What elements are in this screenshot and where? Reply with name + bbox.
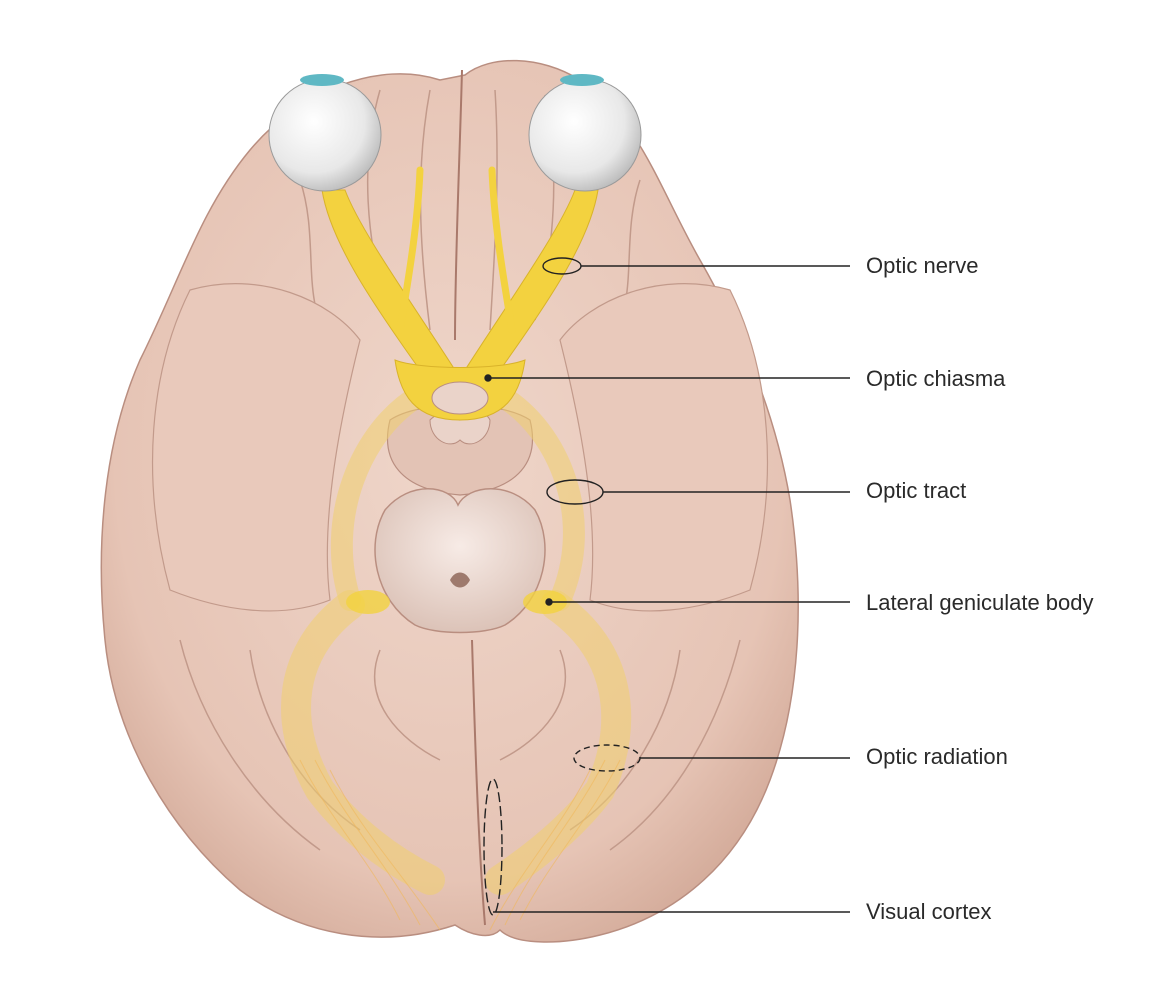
longitudinal-fissure	[454, 69, 463, 341]
midbrain	[374, 488, 546, 634]
label-optic-chiasma: Optic chiasma	[866, 366, 1006, 391]
marker-visual-cortex	[483, 778, 503, 916]
lateral-geniculate-body-left	[346, 590, 390, 614]
longitudinal-fissure-posterior	[471, 639, 486, 926]
olfactory-tract-left	[396, 166, 424, 334]
eyeball-left	[268, 74, 382, 192]
cerebral-aqueduct	[450, 572, 470, 588]
olfactory-tract-right	[488, 166, 516, 334]
label-optic-nerve: Optic nerve	[866, 253, 979, 278]
label-optic-tract: Optic tract	[866, 478, 967, 503]
label-visual-cortex: Visual cortex	[866, 899, 992, 924]
eyeball-right	[528, 74, 642, 192]
iris-right	[560, 74, 604, 86]
optic-radiation-right	[485, 590, 632, 895]
optic-radiation-left	[281, 590, 445, 895]
label-lateral-geniculate-body: Lateral geniculate body	[866, 590, 1094, 615]
label-optic-radiation: Optic radiation	[866, 744, 1008, 769]
temporal-lobe-right	[559, 283, 769, 612]
iris-left	[300, 74, 344, 86]
leader-lines	[483, 257, 850, 916]
radiation-fibers	[299, 759, 621, 931]
lateral-geniculate-body-right	[523, 590, 567, 614]
optic-nerves	[321, 166, 599, 421]
temporal-lobe-left	[151, 283, 361, 612]
brainstem	[374, 404, 546, 634]
pituitary-stalk	[431, 381, 489, 415]
optic-tract-left	[330, 384, 431, 611]
